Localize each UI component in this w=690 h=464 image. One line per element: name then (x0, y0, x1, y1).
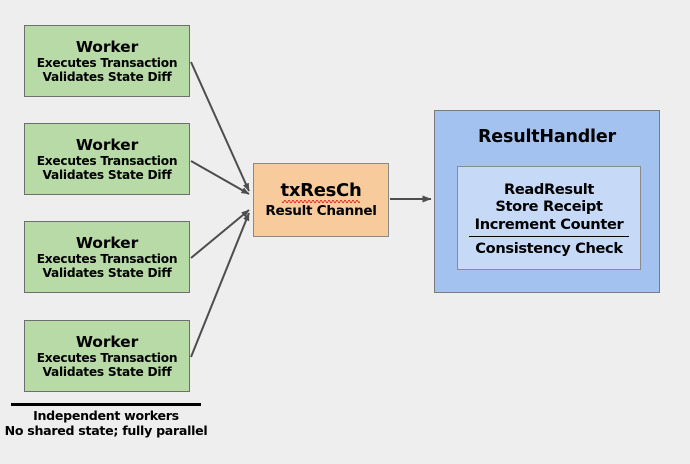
footer-note: Independent workers No shared state; ful… (0, 408, 212, 438)
result-handler-node[interactable]: ResultHandler ReadResult Store Receipt I… (434, 110, 660, 293)
edge-worker2-to-channel (190, 160, 250, 195)
worker-title: Worker (75, 332, 139, 351)
result-handler-consistency-check: Consistency Check (475, 239, 623, 257)
result-handler-title: ResultHandler (478, 127, 616, 147)
worker-detail-line-1: Executes Transaction (36, 154, 178, 169)
edge-worker4-to-channel (190, 212, 250, 358)
worker-detail-line-2: Validates State Diff (42, 69, 172, 84)
worker-node[interactable]: Worker Executes Transaction Validates St… (24, 123, 190, 195)
result-channel-node[interactable]: txResCh Result Channel (253, 163, 389, 237)
worker-detail-line-1: Executes Transaction (36, 351, 178, 366)
steps-divider (469, 235, 629, 237)
edge-worker1-to-channel (190, 61, 250, 192)
worker-detail-line-1: Executes Transaction (36, 252, 178, 267)
result-handler-steps-box: ReadResult Store Receipt Increment Count… (457, 166, 641, 270)
worker-title: Worker (75, 135, 139, 154)
worker-detail-line-2: Validates State Diff (42, 364, 172, 379)
result-handler-step: Increment Counter (474, 215, 624, 233)
footer-rule (11, 403, 201, 406)
channel-title: txResCh (280, 179, 362, 201)
worker-node[interactable]: Worker Executes Transaction Validates St… (24, 221, 190, 293)
result-handler-step: ReadResult (503, 181, 595, 199)
worker-title: Worker (75, 233, 139, 252)
worker-detail-line-2: Validates State Diff (42, 167, 172, 182)
edge-worker3-to-channel (190, 209, 250, 259)
spellcheck-squiggle-icon (281, 199, 361, 203)
footer-note-line-1: Independent workers (33, 408, 179, 423)
worker-node[interactable]: Worker Executes Transaction Validates St… (24, 25, 190, 97)
worker-title: Worker (75, 37, 139, 56)
worker-node[interactable]: Worker Executes Transaction Validates St… (24, 320, 190, 392)
footer-note-line-2: No shared state; fully parallel (4, 423, 208, 439)
channel-subtitle: Result Channel (265, 202, 377, 219)
worker-detail-line-1: Executes Transaction (36, 56, 178, 71)
worker-detail-line-2: Validates State Diff (42, 265, 172, 280)
channel-title-wrap: txResCh (280, 179, 362, 203)
result-handler-step: Store Receipt (495, 198, 603, 216)
